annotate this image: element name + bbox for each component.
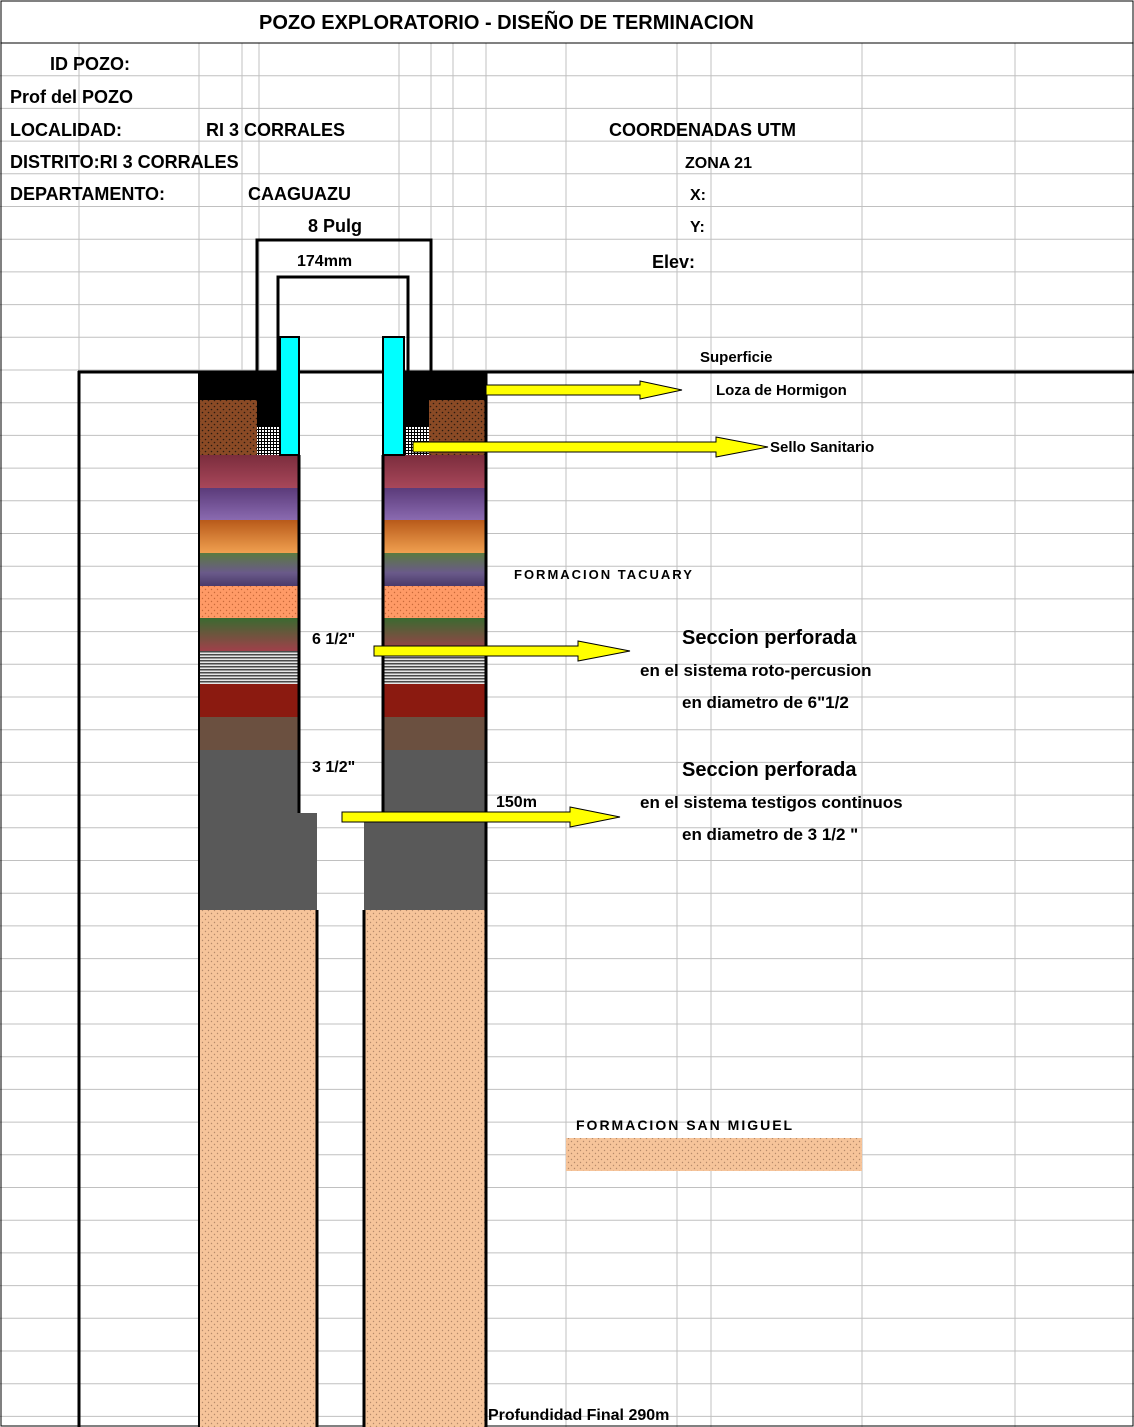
distrito-label: DISTRITO:RI 3 CORRALES: [10, 152, 239, 172]
section1-line3: en diametro de 6"1/2: [682, 693, 849, 712]
arrow-sello: [412, 436, 769, 458]
id-pozo-label: ID POZO:: [50, 54, 130, 74]
localidad-value: RI 3 CORRALES: [206, 120, 346, 140]
section1-line2: en el sistema roto-percusion: [640, 661, 872, 680]
formation-san-miguel-label: FORMACION SAN MIGUEL: [576, 1117, 795, 1133]
departamento-label: DEPARTAMENTO:: [10, 184, 165, 204]
left-annulus: [199, 372, 317, 1427]
y-label: Y:: [690, 219, 705, 236]
spreadsheet-grid: [0, 42, 1134, 1427]
arrow-section2: [341, 806, 621, 828]
arrow-loza: [485, 380, 683, 400]
departamento-value: CAAGUAZU: [248, 184, 351, 204]
section2-diameter-label: 3 1/2": [312, 759, 356, 776]
arrow-section1: [373, 640, 631, 662]
localidad-label: LOCALIDAD:: [10, 120, 122, 140]
elev-label: Elev:: [652, 252, 696, 272]
page-title: POZO EXPLORATORIO - DISEÑO DE TERMINACIO…: [259, 12, 754, 34]
title-bar: [0, 0, 1134, 44]
slab-label: Loza de Hormigon: [716, 382, 847, 399]
seal-label: Sello Sanitario: [770, 439, 875, 456]
outer-diameter-label: 8 Pulg: [308, 216, 363, 236]
casing-right-cyan: [382, 336, 405, 456]
surface-label: Superficie: [700, 349, 773, 366]
x-label: X:: [690, 187, 706, 204]
bore-outline: [255, 238, 433, 372]
section2-line3: en diametro de 3 1/2 ": [682, 825, 859, 844]
coordenadas-title: COORDENADAS UTM: [609, 120, 796, 140]
prof-pozo-label: Prof del POZO: [10, 87, 134, 107]
formation-tacuary-label: FORMACION TACUARY: [514, 567, 694, 582]
section2-line2: en el sistema testigos continuos: [640, 793, 903, 812]
casing-diameter-label: 174mm: [297, 253, 353, 270]
formation-san-miguel-swatch: [566, 1138, 862, 1171]
section2-title: Seccion perforada: [682, 759, 857, 781]
zona-label: ZONA 21: [685, 155, 752, 172]
final-depth-label: Profundidad Final 290m: [488, 1407, 670, 1424]
section1-title: Seccion perforada: [682, 627, 857, 649]
casing-left-cyan: [279, 336, 300, 456]
section1-diameter-label: 6 1/2": [312, 631, 356, 648]
casing-outline: [276, 275, 410, 372]
depth-150-label: 150m: [496, 794, 537, 811]
